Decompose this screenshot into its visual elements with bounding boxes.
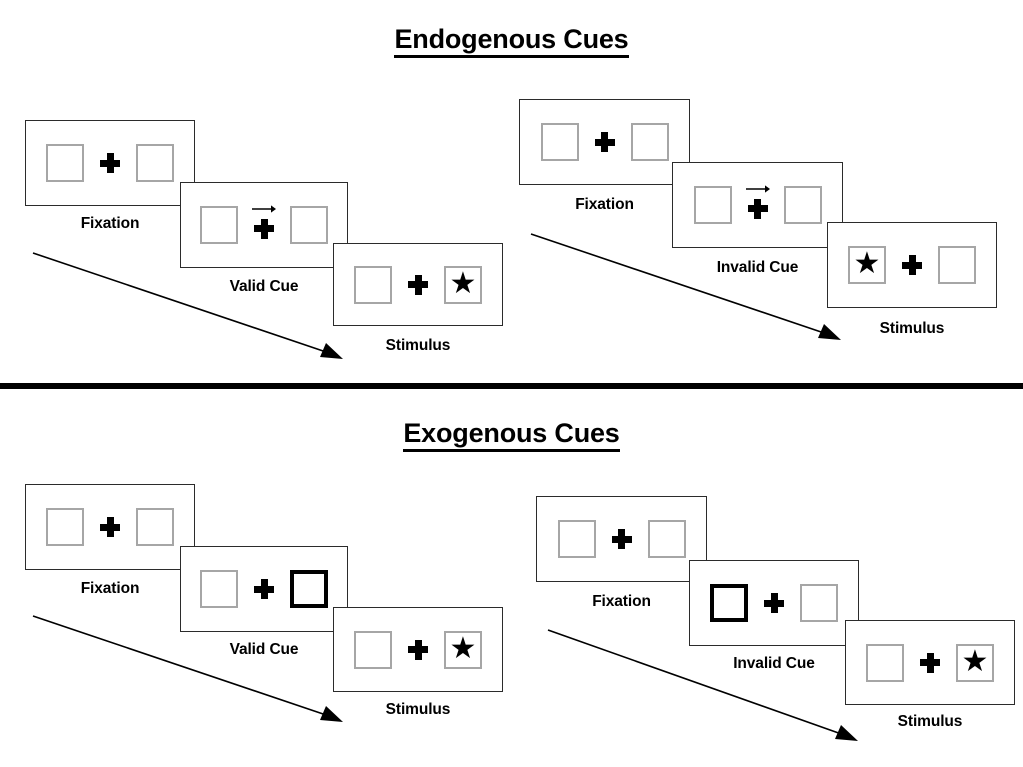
- box-right: [783, 186, 822, 224]
- box-left: [540, 123, 579, 161]
- fixation-cross-icon: [611, 529, 632, 549]
- box-right: [136, 508, 174, 546]
- caption-exogenous-valid-fixation: Fixation: [80, 580, 140, 597]
- fixation-cross-wrap: [899, 245, 925, 285]
- frame-endogenous-invalid-stimulus: ★: [827, 222, 997, 308]
- fixation-cross-wrap: [761, 583, 787, 623]
- section-title-endogenous-text: Endogenous Cues: [394, 24, 629, 58]
- fixation-cross-wrap: [917, 643, 943, 683]
- section-divider: [0, 383, 1023, 389]
- caption-exogenous-invalid-cue: Invalid Cue: [733, 655, 815, 672]
- caption-exogenous-valid-stimulus: Stimulus: [385, 701, 451, 718]
- fixation-cross-icon: [902, 255, 922, 275]
- box-left: [200, 206, 238, 244]
- frame-exogenous-invalid-stimulus: ★: [845, 620, 1015, 705]
- fixation-cross-icon: [254, 218, 274, 239]
- caption-endogenous-invalid-cue: Invalid Cue: [716, 259, 799, 276]
- star-icon: ★: [853, 247, 881, 280]
- frame-endogenous-invalid-cue: [672, 162, 843, 248]
- fixation-cross-icon: [100, 517, 120, 537]
- box-left: [46, 508, 84, 546]
- frame-endogenous-valid-fixation: [25, 120, 195, 206]
- frame-exogenous-valid-stimulus: ★: [333, 607, 503, 692]
- fixation-cross-icon: [254, 579, 274, 599]
- fixation-cross-icon: [747, 198, 768, 219]
- box-right: ★: [444, 630, 482, 669]
- fixation-cross-icon: [764, 593, 784, 613]
- caption-endogenous-valid-stimulus: Stimulus: [385, 337, 451, 354]
- caption-endogenous-valid-cue: Valid Cue: [229, 278, 299, 295]
- box-left: [693, 186, 732, 224]
- caption-exogenous-invalid-fixation: Fixation: [592, 593, 651, 610]
- fixation-cross-icon: [100, 153, 120, 173]
- fixation-cross-wrap: [592, 122, 618, 162]
- box-right: [938, 246, 976, 284]
- fixation-cross-icon: [408, 274, 428, 295]
- star-icon: ★: [449, 631, 477, 665]
- frame-exogenous-invalid-cue: [689, 560, 859, 646]
- box-left: [354, 265, 392, 304]
- section-title-endogenous: Endogenous Cues: [0, 24, 1023, 58]
- fixation-cross-icon: [408, 639, 428, 660]
- box-right-cued: [290, 570, 328, 608]
- box-right: [290, 206, 328, 244]
- caption-endogenous-valid-fixation: Fixation: [80, 215, 140, 232]
- caption-exogenous-invalid-stimulus: Stimulus: [897, 713, 963, 730]
- box-right: [630, 123, 669, 161]
- frame-endogenous-valid-stimulus: ★: [333, 243, 503, 326]
- star-icon: ★: [961, 644, 989, 678]
- box-right: [800, 584, 838, 622]
- frame-exogenous-invalid-fixation: [536, 496, 707, 582]
- star-icon: ★: [449, 266, 477, 300]
- frame-endogenous-valid-cue: [180, 182, 348, 268]
- fixation-cross-wrap: [251, 569, 277, 609]
- cue-arrow-right-icon: [745, 185, 770, 193]
- frame-exogenous-valid-fixation: [25, 484, 195, 570]
- box-left: [200, 570, 238, 608]
- box-right: [136, 144, 174, 182]
- fixation-cross-wrap: [251, 205, 277, 245]
- box-right: [647, 520, 686, 558]
- box-right: ★: [956, 643, 994, 682]
- frame-endogenous-invalid-fixation: [519, 99, 690, 185]
- section-title-exogenous-text: Exogenous Cues: [403, 418, 620, 452]
- box-right: ★: [444, 265, 482, 304]
- caption-exogenous-valid-cue: Valid Cue: [229, 641, 299, 658]
- fixation-cross-wrap: [97, 507, 123, 547]
- fixation-cross-icon: [594, 132, 615, 152]
- fixation-cross-wrap: [405, 630, 431, 670]
- caption-endogenous-invalid-fixation: Fixation: [575, 196, 634, 213]
- fixation-cross-wrap: [609, 519, 635, 559]
- cue-arrow-right-icon: [252, 205, 276, 213]
- frame-exogenous-valid-cue: [180, 546, 348, 632]
- box-left: [557, 520, 596, 558]
- fixation-cross-wrap: [745, 185, 771, 225]
- box-left: ★: [848, 246, 886, 284]
- caption-endogenous-invalid-stimulus: Stimulus: [879, 320, 945, 337]
- fixation-cross-icon: [920, 652, 940, 673]
- fixation-cross-wrap: [405, 265, 431, 305]
- box-left: [866, 643, 904, 682]
- box-left: [354, 630, 392, 669]
- fixation-cross-wrap: [97, 143, 123, 183]
- section-title-exogenous: Exogenous Cues: [0, 418, 1023, 452]
- box-left: [46, 144, 84, 182]
- box-left-cued: [710, 584, 748, 622]
